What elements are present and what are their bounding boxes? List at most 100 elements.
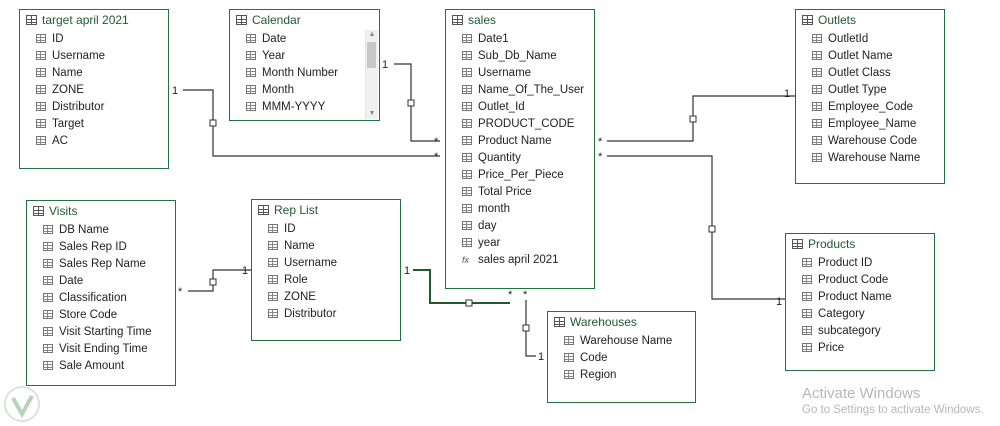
column-icon bbox=[43, 361, 53, 370]
field-category[interactable]: Category bbox=[786, 305, 934, 322]
field-date[interactable]: Date bbox=[27, 272, 175, 289]
field-role[interactable]: Role bbox=[252, 271, 400, 288]
field-list: ID Name Username Role ZONE Distributor bbox=[252, 220, 400, 322]
field-label: ID bbox=[284, 222, 296, 235]
field-warehouse-code[interactable]: Warehouse Code bbox=[796, 132, 944, 149]
table-sales[interactable]: sales Date1 Sub_Db_Name Username Name_Of… bbox=[445, 9, 595, 289]
table-target-april-2021[interactable]: target april 2021 ID Username Name ZONE … bbox=[19, 9, 169, 169]
field-product-name[interactable]: Product Name bbox=[786, 288, 934, 305]
field-outlet-name[interactable]: Outlet Name bbox=[796, 47, 944, 64]
column-icon bbox=[43, 242, 53, 251]
table-visits[interactable]: Visits DB Name Sales Rep ID Sales Rep Na… bbox=[26, 200, 176, 386]
table-header[interactable]: Outlets bbox=[796, 10, 944, 30]
table-header[interactable]: Rep List bbox=[252, 200, 400, 220]
table-outlets[interactable]: Outlets OutletId Outlet Name Outlet Clas… bbox=[795, 9, 945, 184]
table-header[interactable]: Products bbox=[786, 234, 934, 254]
field-username[interactable]: Username bbox=[446, 64, 594, 81]
field-product-id[interactable]: Product ID bbox=[786, 254, 934, 271]
field-label: Sales Rep Name bbox=[59, 257, 146, 270]
field-username[interactable]: Username bbox=[252, 254, 400, 271]
field-name[interactable]: Name bbox=[20, 64, 168, 81]
field-label: Outlet Class bbox=[828, 66, 891, 79]
field-classification[interactable]: Classification bbox=[27, 289, 175, 306]
field-distributor[interactable]: Distributor bbox=[252, 305, 400, 322]
field-outletid[interactable]: OutletId bbox=[796, 30, 944, 47]
table-header[interactable]: target april 2021 bbox=[20, 10, 168, 30]
field-quantity[interactable]: Quantity bbox=[446, 149, 594, 166]
field-subcategory[interactable]: subcategory bbox=[786, 322, 934, 339]
field-username[interactable]: Username bbox=[20, 47, 168, 64]
app-logo-icon bbox=[4, 386, 40, 422]
field-date[interactable]: Date bbox=[230, 30, 379, 47]
field-product-name[interactable]: Product Name bbox=[446, 132, 594, 149]
field-sale-amount[interactable]: Sale Amount bbox=[27, 357, 175, 374]
field-target[interactable]: Target bbox=[20, 115, 168, 132]
field-id[interactable]: ID bbox=[20, 30, 168, 47]
field-label: Code bbox=[580, 351, 608, 364]
field-price[interactable]: Price bbox=[786, 339, 934, 356]
field-outlet-type[interactable]: Outlet Type bbox=[796, 81, 944, 98]
field-date1[interactable]: Date1 bbox=[446, 30, 594, 47]
field-employee-code[interactable]: Employee_Code bbox=[796, 98, 944, 115]
field-visit-starting-time[interactable]: Visit Starting Time bbox=[27, 323, 175, 340]
field-name-of-the-user[interactable]: Name_Of_The_User bbox=[446, 81, 594, 98]
field-db-name[interactable]: DB Name bbox=[27, 221, 175, 238]
column-icon bbox=[812, 119, 822, 128]
field-store-code[interactable]: Store Code bbox=[27, 306, 175, 323]
field-outlet-class[interactable]: Outlet Class bbox=[796, 64, 944, 81]
table-header[interactable]: sales bbox=[446, 10, 594, 30]
field-warehouse-name[interactable]: Warehouse Name bbox=[548, 332, 695, 349]
field-list: Warehouse Name Code Region bbox=[548, 332, 695, 383]
table-warehouses[interactable]: Warehouses Warehouse Name Code Region bbox=[547, 311, 696, 403]
field-month-number[interactable]: Month Number bbox=[230, 64, 379, 81]
field-year[interactable]: year bbox=[446, 234, 594, 251]
field-year[interactable]: Year bbox=[230, 47, 379, 64]
scroll-thumb[interactable] bbox=[367, 42, 376, 68]
field-product-code[interactable]: Product Code bbox=[786, 271, 934, 288]
column-icon bbox=[802, 326, 812, 335]
field-label: Name bbox=[52, 66, 83, 79]
table-header[interactable]: Calendar bbox=[230, 10, 379, 30]
field-visit-ending-time[interactable]: Visit Ending Time bbox=[27, 340, 175, 357]
table-rep-list[interactable]: Rep List ID Name Username Role ZONE Dist… bbox=[251, 199, 401, 341]
field-sub-db-name[interactable]: Sub_Db_Name bbox=[446, 47, 594, 64]
field-label: MMM-YYYY bbox=[262, 100, 326, 113]
field-day[interactable]: day bbox=[446, 217, 594, 234]
field-outlet-id[interactable]: Outlet_Id bbox=[446, 98, 594, 115]
field-ac[interactable]: AC bbox=[20, 132, 168, 149]
field-label: Store Code bbox=[59, 308, 118, 321]
field-price-per-piece[interactable]: Price_Per_Piece bbox=[446, 166, 594, 183]
field-product-code[interactable]: PRODUCT_CODE bbox=[446, 115, 594, 132]
table-calendar[interactable]: Calendar Date Year Month Number Month MM… bbox=[229, 9, 380, 121]
field-distributor[interactable]: Distributor bbox=[20, 98, 168, 115]
field-sales-rep-name[interactable]: Sales Rep Name bbox=[27, 255, 175, 272]
scroll-down-icon[interactable]: ▼ bbox=[368, 110, 376, 117]
table-header[interactable]: Visits bbox=[27, 201, 175, 221]
field-region[interactable]: Region bbox=[548, 366, 695, 383]
field-label: Employee_Name bbox=[828, 117, 917, 130]
field-total-price[interactable]: Total Price bbox=[446, 183, 594, 200]
field-employee-name[interactable]: Employee_Name bbox=[796, 115, 944, 132]
field-name[interactable]: Name bbox=[252, 237, 400, 254]
field-label: PRODUCT_CODE bbox=[478, 117, 575, 130]
field-label: Name_Of_The_User bbox=[478, 83, 585, 96]
field-zone[interactable]: ZONE bbox=[252, 288, 400, 305]
field-label: Username bbox=[284, 256, 338, 269]
field-month[interactable]: month bbox=[446, 200, 594, 217]
field-id[interactable]: ID bbox=[252, 220, 400, 237]
table-products[interactable]: Products Product ID Product Code Product… bbox=[785, 233, 935, 371]
column-icon bbox=[268, 275, 278, 284]
field-zone[interactable]: ZONE bbox=[20, 81, 168, 98]
field-month[interactable]: Month bbox=[230, 81, 379, 98]
field-mmm-yyyy[interactable]: MMM-YYYY bbox=[230, 98, 379, 115]
field-warehouse-name[interactable]: Warehouse Name bbox=[796, 149, 944, 166]
field-sales-rep-id[interactable]: Sales Rep ID bbox=[27, 238, 175, 255]
table-header[interactable]: Warehouses bbox=[548, 312, 695, 332]
table-title: Outlets bbox=[818, 13, 857, 27]
field-code[interactable]: Code bbox=[548, 349, 695, 366]
calendar-scrollbar[interactable]: ▲ ▼ bbox=[365, 30, 378, 119]
column-icon bbox=[462, 170, 472, 179]
scroll-up-icon[interactable]: ▲ bbox=[368, 31, 376, 38]
